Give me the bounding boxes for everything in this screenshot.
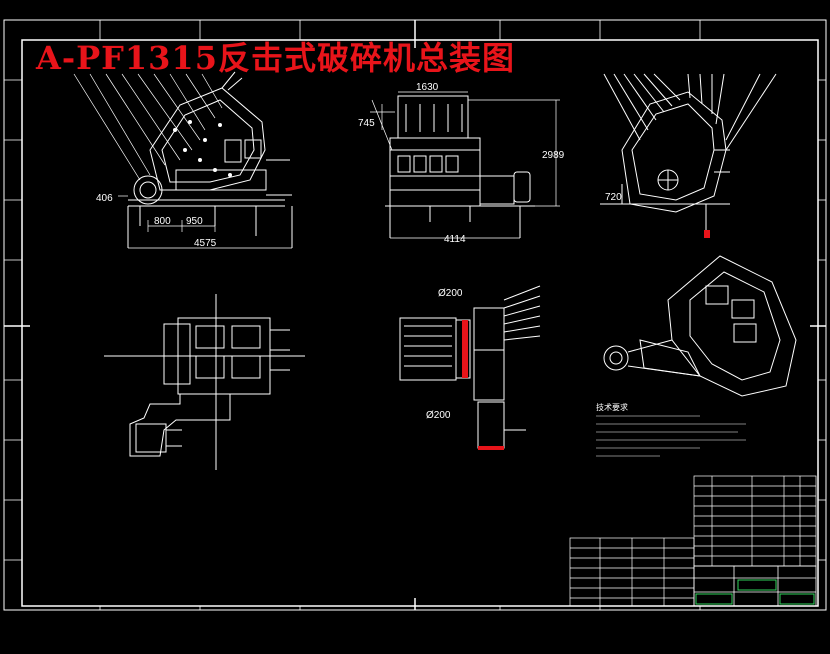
dim-bearing-bottom: Ø200 <box>426 410 451 421</box>
dim-right-height: 720 <box>605 192 622 203</box>
isometric-view <box>603 255 797 397</box>
technical-notes <box>596 415 746 457</box>
front-view-dimensions <box>370 91 560 239</box>
revision-table <box>569 537 695 607</box>
title-block-stamps <box>695 579 815 605</box>
dim-front-upper: 745 <box>358 118 375 129</box>
title-block <box>693 565 817 607</box>
front-view <box>385 95 535 238</box>
section-red-marker <box>704 230 710 238</box>
dim-side-b: 950 <box>186 216 203 227</box>
dim-front-overall: 4114 <box>444 234 466 245</box>
plan-view <box>104 294 305 470</box>
dim-bearing-top: Ø200 <box>438 288 463 299</box>
side-view <box>73 71 293 248</box>
drawing-title: A-PF1315反击式破碎机总装图 <box>36 39 515 77</box>
drawing-frame <box>3 19 827 611</box>
dim-front-height: 2989 <box>542 150 565 161</box>
bearing-red-shaft <box>462 320 468 378</box>
bearing-section <box>399 285 541 449</box>
dim-side-left: 406 <box>96 193 113 204</box>
section-view <box>600 73 777 230</box>
dim-front-top: 1630 <box>416 82 439 93</box>
bearing-red-base <box>478 446 504 450</box>
technical-requirements-title: 技术要求 <box>596 402 628 412</box>
side-view-dimensions <box>118 195 292 249</box>
dim-side-a: 800 <box>154 216 171 227</box>
dim-side-overall: 4575 <box>194 238 217 249</box>
parts-list <box>693 475 817 567</box>
